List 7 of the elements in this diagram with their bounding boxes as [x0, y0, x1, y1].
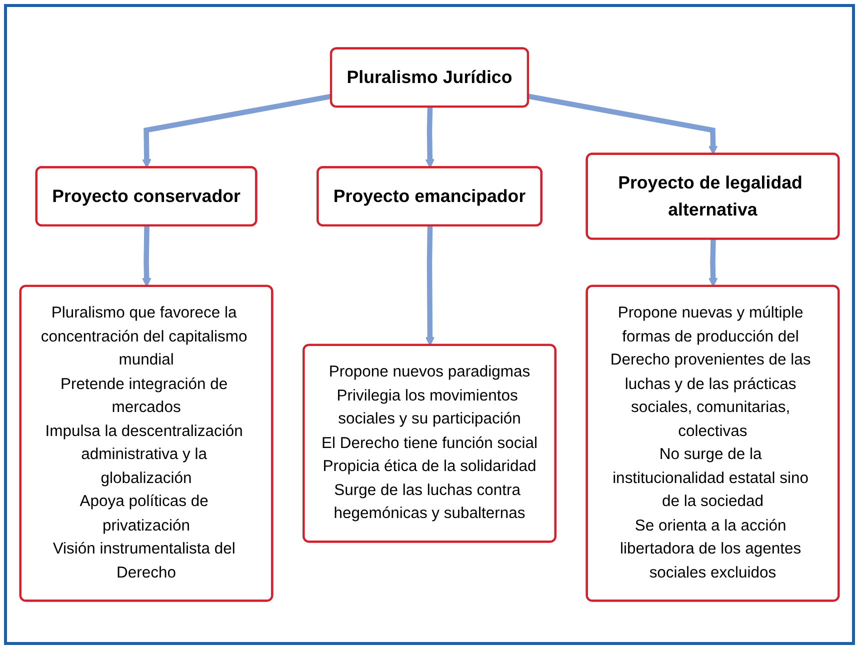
arrow: [528, 94, 718, 155]
arrow: [425, 226, 435, 346]
arrow: [708, 239, 718, 287]
arrow: [425, 107, 435, 168]
arrow: [142, 226, 152, 287]
arrow: [142, 94, 332, 168]
diagram-frame: Pluralismo Jurídico Proyecto conservador Proyecto emancipador Proyecto de legalidad alternativa Pluralismo que favorece la concentración del capitalismo mundial Pretende integración de mercados Impulsa la descentralización administrativa y la globalización Apoya políticas de privatización Visión instrumentalista del Derecho Propone nuevos paradigmas Privilegia los movimientos sociales y su participación El Derecho tiene función social Propicia ética de la solidaridad Surge de las luchas contra hegemónicas y subalternas Propone nuevas y múltiple formas de producción del Derecho provenientes de las luchas y de las prácticas sociales, comunitarias, colectivas No surge de la institucionalidad estatal sino de la sociedad Se orienta a la acción libertadora de los agentes sociales excluidos: [4, 4, 855, 645]
